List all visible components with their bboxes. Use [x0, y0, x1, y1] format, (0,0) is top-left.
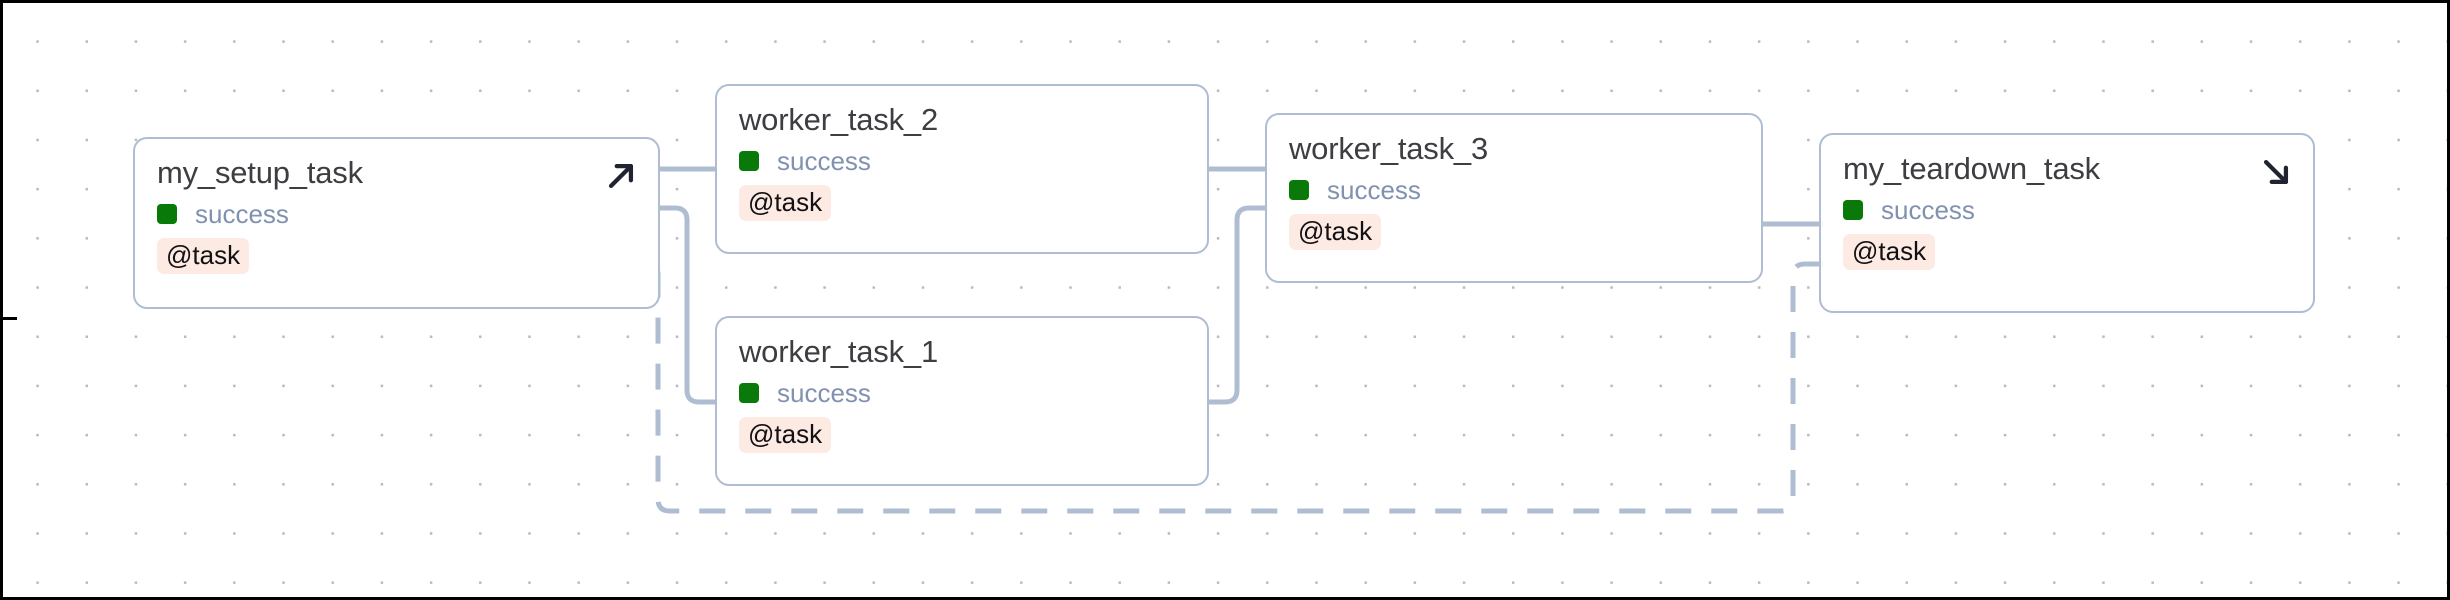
node-decorator-badge: @task: [739, 416, 832, 454]
arrow-down-right-icon: [2259, 155, 2293, 189]
status-success-swatch: [739, 383, 759, 404]
node-decorator-badge: @task: [739, 184, 832, 222]
node-status: success: [739, 146, 1185, 177]
node-status: success: [739, 378, 1185, 409]
node-status-label: success: [195, 198, 289, 229]
node-my-teardown-task[interactable]: my_teardown_task success @task: [1819, 133, 2315, 313]
node-title: worker_task_2: [739, 102, 938, 137]
node-decorator-badge: @task: [157, 237, 250, 275]
canvas-left-edge-tick: [3, 317, 17, 320]
node-status: success: [157, 199, 636, 230]
node-status: success: [1289, 175, 1739, 206]
node-status-label: success: [777, 377, 871, 408]
node-status-label: success: [777, 145, 871, 176]
node-worker-task-3[interactable]: worker_task_3 success @task: [1265, 113, 1763, 283]
status-success-swatch: [1289, 180, 1309, 201]
node-decorator-badge: @task: [1289, 213, 1382, 251]
node-title: my_teardown_task: [1843, 151, 2100, 186]
node-title: worker_task_3: [1289, 131, 1488, 166]
status-success-swatch: [739, 151, 759, 172]
node-title: my_setup_task: [157, 155, 363, 190]
arrow-up-right-icon: [604, 159, 638, 193]
node-worker-task-1[interactable]: worker_task_1 success @task: [715, 316, 1209, 486]
edge-setup-to-worker1: [660, 205, 715, 405]
node-my-setup-task[interactable]: my_setup_task success @task: [133, 137, 660, 309]
status-success-swatch: [1843, 200, 1863, 221]
status-success-swatch: [157, 204, 177, 225]
edge-worker1-to-worker3: [1209, 205, 1265, 405]
node-title: worker_task_1: [739, 334, 938, 369]
node-status: success: [1843, 195, 2291, 226]
node-status-label: success: [1881, 194, 1975, 225]
node-worker-task-2[interactable]: worker_task_2 success @task: [715, 84, 1209, 254]
node-status-label: success: [1327, 174, 1421, 205]
node-decorator-badge: @task: [1843, 233, 1936, 271]
